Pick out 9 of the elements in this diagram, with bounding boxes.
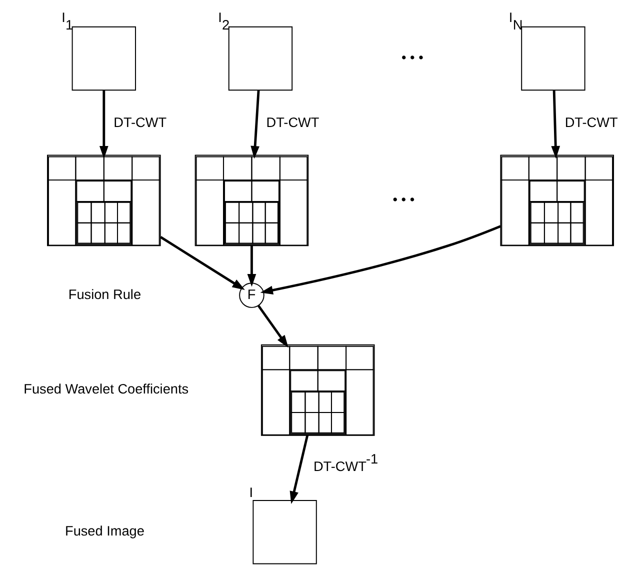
node-label: I [249, 484, 254, 500]
edge-label: DT-CWT [564, 114, 618, 130]
label: Fused Wavelet Coefficients [24, 382, 189, 397]
label: Fusion Rule [68, 286, 142, 302]
edge-label: DT-CWT [266, 114, 320, 130]
label: • • • [392, 192, 415, 208]
label: Fused Image [65, 524, 144, 539]
label: • • • [401, 50, 424, 66]
edge-label: DT-CWT [114, 114, 167, 130]
